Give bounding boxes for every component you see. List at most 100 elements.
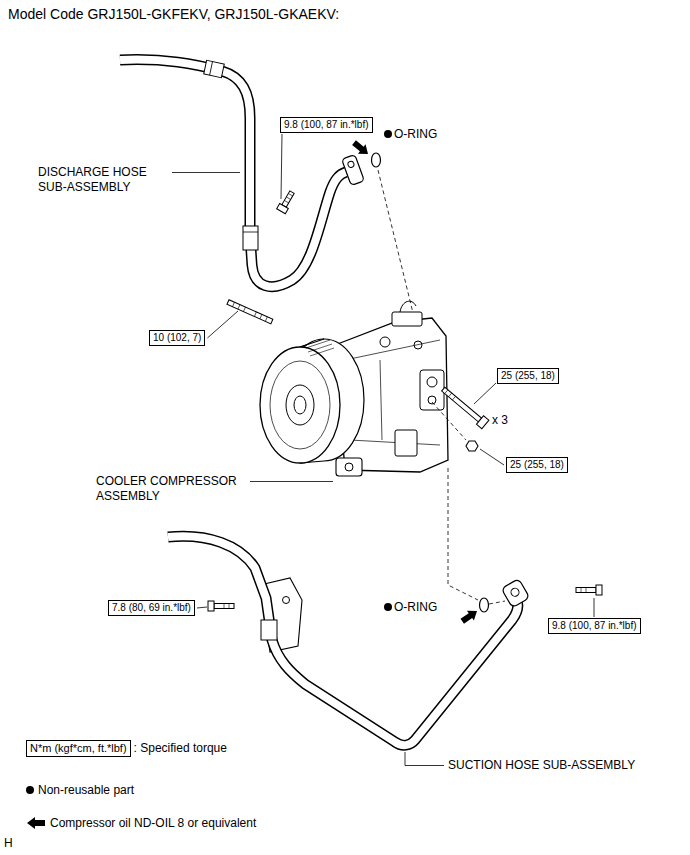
hose-sleeve [243,226,258,250]
leader-line [207,311,238,338]
hose-fitting-part [501,579,529,608]
hose-outline [168,536,518,745]
bolt-part [476,416,488,429]
legend-arrow [27,817,45,829]
torque-box: 9.8 (100, 87 in.*lbf) [280,117,373,133]
o-ring [372,153,381,167]
legend-text: Compressor oil ND-OIL 8 or equivalent [50,816,256,831]
compressor-part [270,361,330,449]
bolt-part [229,604,230,609]
hose-fitting-part [510,587,521,598]
hose-outline [120,60,346,287]
torque-value: 25 (255, 18) [501,370,555,381]
bolt-part [445,390,448,394]
oil-arrow-part [350,138,372,159]
non-reusable-dot [384,130,392,138]
bolt-part [449,393,452,397]
torque-box: 9.8 (100, 87 in.*lbf) [548,618,641,634]
leader-line [197,607,207,608]
bolt [208,601,234,611]
hose-sleeve-part [210,62,213,76]
torque-value: 25 (255, 18) [510,459,564,470]
hose-fitting [501,579,529,608]
oil-arrow-part [459,606,481,626]
hose-sleeve [204,60,225,77]
stud-bolt [227,300,273,324]
hose-sleeve-part [243,226,258,250]
part-name: DISCHARGE HOSE SUB-ASSEMBLY [38,165,168,195]
bolt-part [596,585,602,595]
alignment-line [489,601,505,604]
torque-value: 10 (102, 7) [153,332,201,343]
oil-arrow [350,138,372,159]
torque-box: 25 (255, 18) [506,457,568,473]
hose-flange [342,154,365,185]
compressor-part [336,458,362,476]
compressor-part [427,377,437,387]
bolt [576,585,602,595]
bolt-part [576,588,596,593]
compressor-part [260,347,340,463]
torque-box: 7.8 (80, 69 in.*lbf) [108,600,195,616]
bracket-hole [283,597,290,604]
leader-line [172,172,240,173]
torque-box: 25 (255, 18) [497,368,559,384]
discharge-hose [120,60,364,287]
bolt-part [288,193,292,196]
oil-arrow [459,606,481,626]
compressor-part [400,301,416,312]
suction-hose [168,536,530,745]
legend-arrow-part [27,817,45,829]
torque-value: 9.8 (100, 87 in.*lbf) [284,119,369,130]
compressor-part [392,312,422,326]
stud-bolt-part [260,314,262,319]
non-reusable-dot [384,603,392,611]
hose-flange-part [342,154,365,185]
bolt [440,385,489,429]
compressor-part [294,396,306,414]
alignment-line [432,402,466,440]
legend-text: Non-reusable part [38,783,134,798]
hose-fill [168,536,518,745]
compressor-part [395,430,417,456]
bolt-part [214,604,234,609]
compressor-part [306,340,334,356]
torque-value: 7.8 (80, 69 in.*lbf) [112,602,191,613]
bolt-part [442,387,482,422]
bolt-part [277,204,289,214]
alignment-line [448,468,478,600]
compressor-part [428,396,436,404]
part-label: O-RING [394,127,437,142]
hose-sleeve-part [243,232,258,233]
hose-clamp [261,620,277,640]
torque-box: 10 (102, 7) [149,330,205,346]
leader-line [250,481,333,482]
stud-bolt-part [238,305,240,310]
bolt [277,190,297,214]
bolt-part [586,588,587,593]
part-label: O-RING [394,600,437,615]
legend-dot [26,786,34,794]
compressor-part [380,360,382,440]
compressor-part [345,340,440,360]
bolt-part [452,396,455,400]
torque-value: 9.8 (100, 87 in.*lbf) [552,620,637,631]
leader-line [594,598,595,617]
leader-line [281,134,282,199]
hose-sleeve-part [204,60,225,77]
stud-bolt-part [232,302,234,307]
bolt-part [286,197,290,200]
bolt-part [581,588,582,593]
legend-text: : Specified torque [134,741,227,756]
part-name: COOLER COMPRESSOR ASSEMBLY [96,474,246,504]
compressor-part [286,385,314,425]
leader-line [474,383,496,404]
compressor-part [420,370,444,410]
leader-line [405,752,444,766]
model-code-title: Model Code GRJ150L-GKFEKV, GRJ150L-GKAEK… [8,6,339,23]
stud-bolt-part [254,312,256,317]
stud-bolt-part [227,300,273,324]
leader-line [480,449,504,465]
quantity-label: x 3 [492,413,508,428]
